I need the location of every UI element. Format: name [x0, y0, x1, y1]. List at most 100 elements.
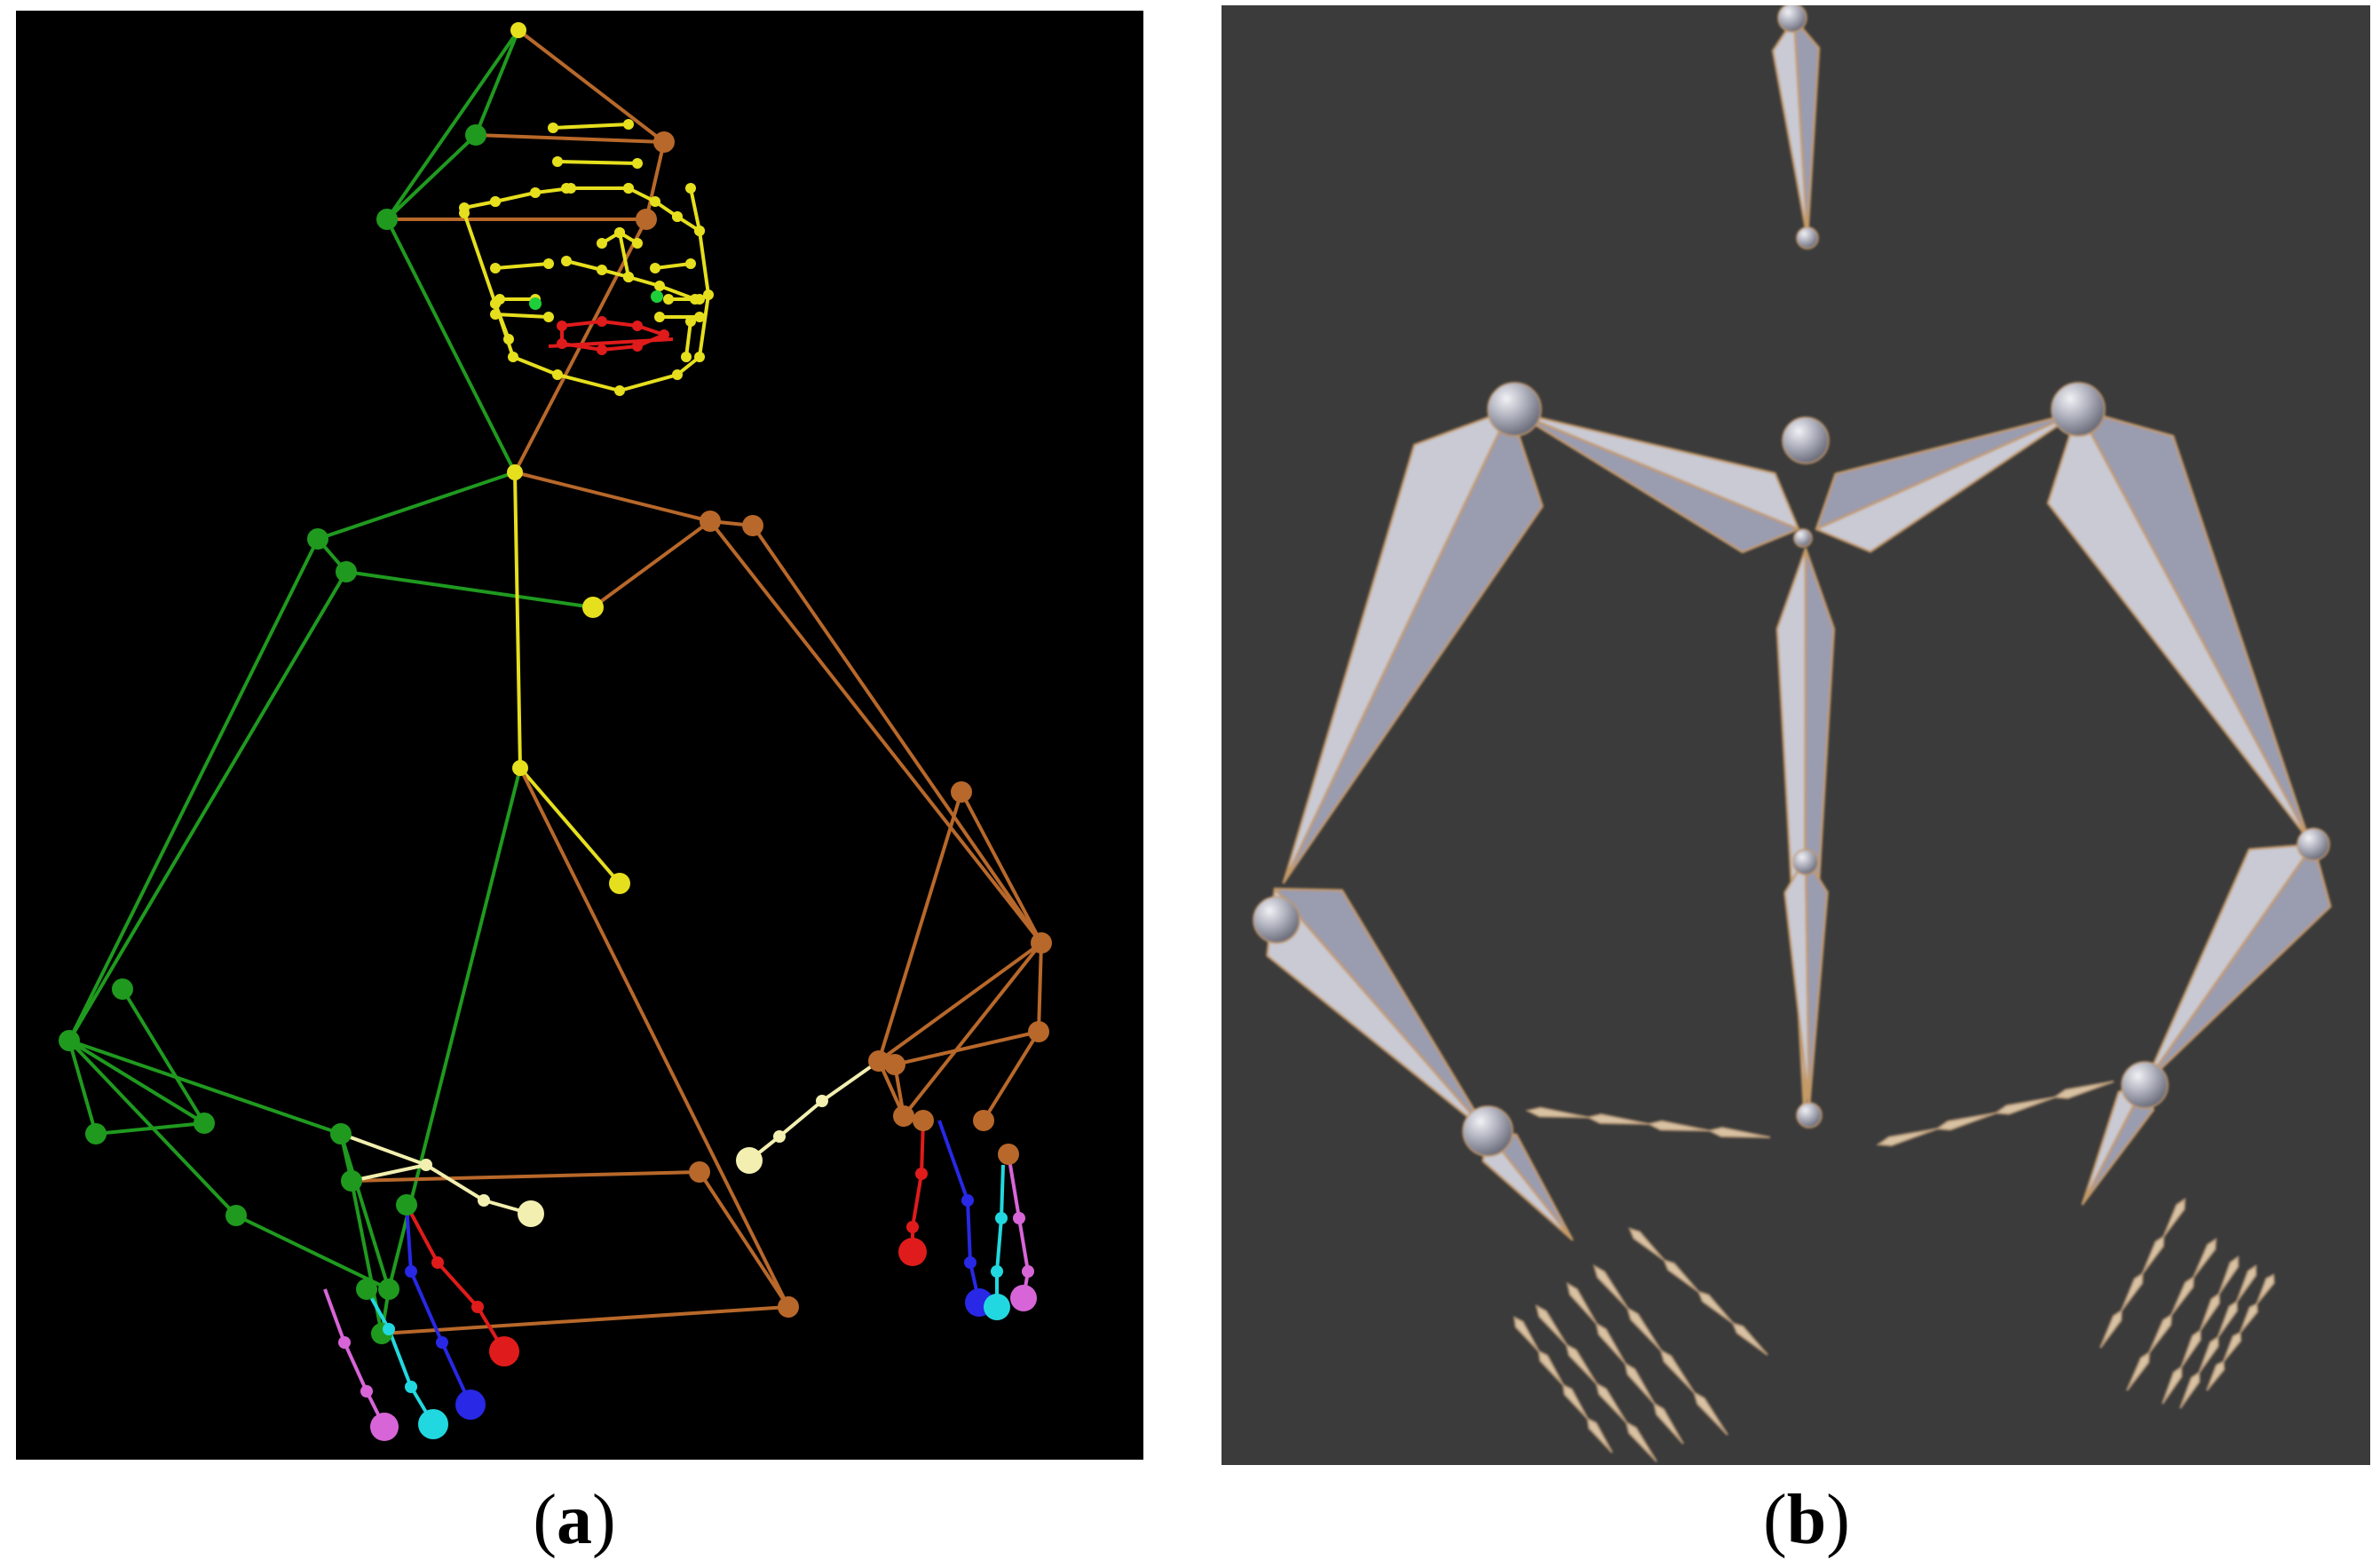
pose-bone-line	[518, 766, 790, 1309]
finger-joint-icon	[383, 1323, 395, 1335]
face-landmark-icon	[672, 211, 683, 222]
sphere-joint-icon	[194, 1113, 215, 1134]
finger-bone-icon	[2126, 1350, 2151, 1391]
pose-bone-line	[67, 1039, 343, 1136]
finger-joint-icon	[984, 1294, 1010, 1320]
face-landmark-icon	[685, 183, 696, 194]
finger-bone-icon	[1595, 1322, 1626, 1365]
mouth-landmark-icon	[632, 321, 643, 331]
face-landmark-icon	[459, 208, 470, 218]
face-landmark-icon	[552, 369, 563, 380]
finger-bone-line	[995, 1164, 1005, 1307]
finger-bone-icon	[1663, 1258, 1700, 1293]
finger-joint-icon	[489, 1336, 519, 1366]
octahedral-bone-icon	[1513, 410, 1800, 554]
pose-bone-line	[67, 1039, 238, 1217]
sphere-joint-icon	[1777, 5, 1807, 33]
finger-bone-icon	[1566, 1282, 1598, 1325]
sphere-joint-icon	[512, 760, 528, 776]
face-landmark-icon	[654, 281, 665, 291]
sphere-joint-icon	[951, 781, 972, 803]
finger-joint-icon	[964, 1256, 977, 1269]
pose-bone-line	[67, 1039, 206, 1125]
sphere-joint-icon	[1796, 1102, 1823, 1128]
finger-bone-icon	[2120, 1271, 2144, 1311]
pose-bone-line	[474, 133, 666, 144]
finger-bone-icon	[2180, 1328, 2202, 1368]
face-landmark-icon	[552, 156, 563, 167]
face-landmark-icon	[694, 294, 705, 305]
finger-bone-icon	[1565, 1342, 1598, 1385]
face-contour-line	[654, 262, 692, 270]
finger-bone-icon	[2099, 1309, 2123, 1349]
face-landmark-icon	[623, 272, 634, 282]
face-landmark-icon	[565, 183, 576, 194]
face-contour-line	[618, 232, 630, 278]
sphere-joint-icon	[1462, 1105, 1514, 1157]
face-landmark-icon	[663, 294, 674, 305]
sphere-joint-icon	[507, 464, 523, 480]
face-landmark-icon	[654, 312, 665, 322]
pose-bone-line	[350, 1163, 428, 1183]
finger-bone-icon	[2179, 1371, 2201, 1409]
face-landmark-icon	[490, 298, 501, 309]
sphere-joint-icon	[700, 511, 721, 532]
finger-bone-icon	[1593, 1263, 1629, 1310]
finger-joint-icon	[405, 1265, 417, 1278]
finger-bone-icon	[2239, 1302, 2258, 1334]
finger-joint-icon	[431, 1256, 444, 1269]
sphere-joint-icon	[420, 1159, 432, 1171]
face-landmark-icon	[561, 256, 572, 266]
pose-bone-line	[1037, 941, 1043, 1033]
mouth-landmark-icon	[597, 316, 607, 327]
face-landmark-icon	[490, 196, 501, 207]
pose-bone-line	[708, 519, 1043, 945]
finger-bone-icon	[1586, 1417, 1613, 1453]
octahedral-bone-icon	[2143, 843, 2332, 1086]
finger-bone-icon	[2217, 1300, 2238, 1338]
pose-bone-line	[385, 218, 517, 474]
face-contour-line	[494, 313, 550, 319]
sphere-joint-icon	[1487, 382, 1542, 437]
finger-bone-icon	[1513, 1316, 1540, 1352]
octahedral-bone-icon	[1273, 887, 1490, 1135]
sphere-joint-icon	[2297, 828, 2330, 861]
finger-bone-icon	[2162, 1365, 2183, 1405]
pose-bone-line	[778, 1099, 824, 1138]
pose-skeleton-drawing	[59, 22, 1052, 1441]
face-contour-line	[684, 321, 692, 358]
sphere-joint-icon	[2121, 1061, 2169, 1109]
finger-bone-line	[405, 1204, 506, 1353]
mouth-landmark-icon	[597, 344, 607, 355]
sphere-joint-icon	[336, 561, 357, 582]
face-landmark-icon	[543, 258, 554, 269]
finger-bone-line	[1007, 1153, 1031, 1299]
face-landmark-icon	[623, 183, 634, 194]
sphere-joint-icon	[609, 873, 630, 894]
finger-bone-icon	[1628, 1227, 1665, 1262]
finger-bone-icon	[2052, 1081, 2115, 1100]
pose-bone-line	[94, 1121, 206, 1136]
pose-bone-line	[316, 471, 517, 541]
sphere-joint-icon	[1031, 932, 1052, 954]
finger-bone-icon	[1692, 1390, 1728, 1436]
sphere-joint-icon	[736, 1147, 763, 1174]
finger-joint-icon	[418, 1409, 448, 1439]
sphere-joint-icon	[330, 1123, 352, 1144]
sphere-joint-icon	[1782, 416, 1830, 464]
sphere-joint-icon	[913, 1110, 934, 1131]
caption-a-label: a	[557, 1481, 592, 1559]
pose-bone-line	[518, 766, 621, 885]
sphere-joint-icon	[582, 597, 604, 618]
face-landmark-icon	[614, 385, 625, 396]
sphere-joint-icon	[868, 1050, 890, 1072]
finger-bone-icon	[1535, 1304, 1568, 1346]
finger-bone-icon	[2193, 1238, 2218, 1279]
sphere-joint-icon	[225, 1205, 247, 1226]
sphere-joint-icon	[307, 528, 328, 550]
sphere-joint-icon	[773, 1130, 786, 1143]
face-landmark-icon	[685, 258, 696, 269]
face-landmark-icon	[597, 265, 607, 275]
pose-bone-line	[67, 570, 348, 1042]
face-contour-line	[552, 123, 629, 130]
